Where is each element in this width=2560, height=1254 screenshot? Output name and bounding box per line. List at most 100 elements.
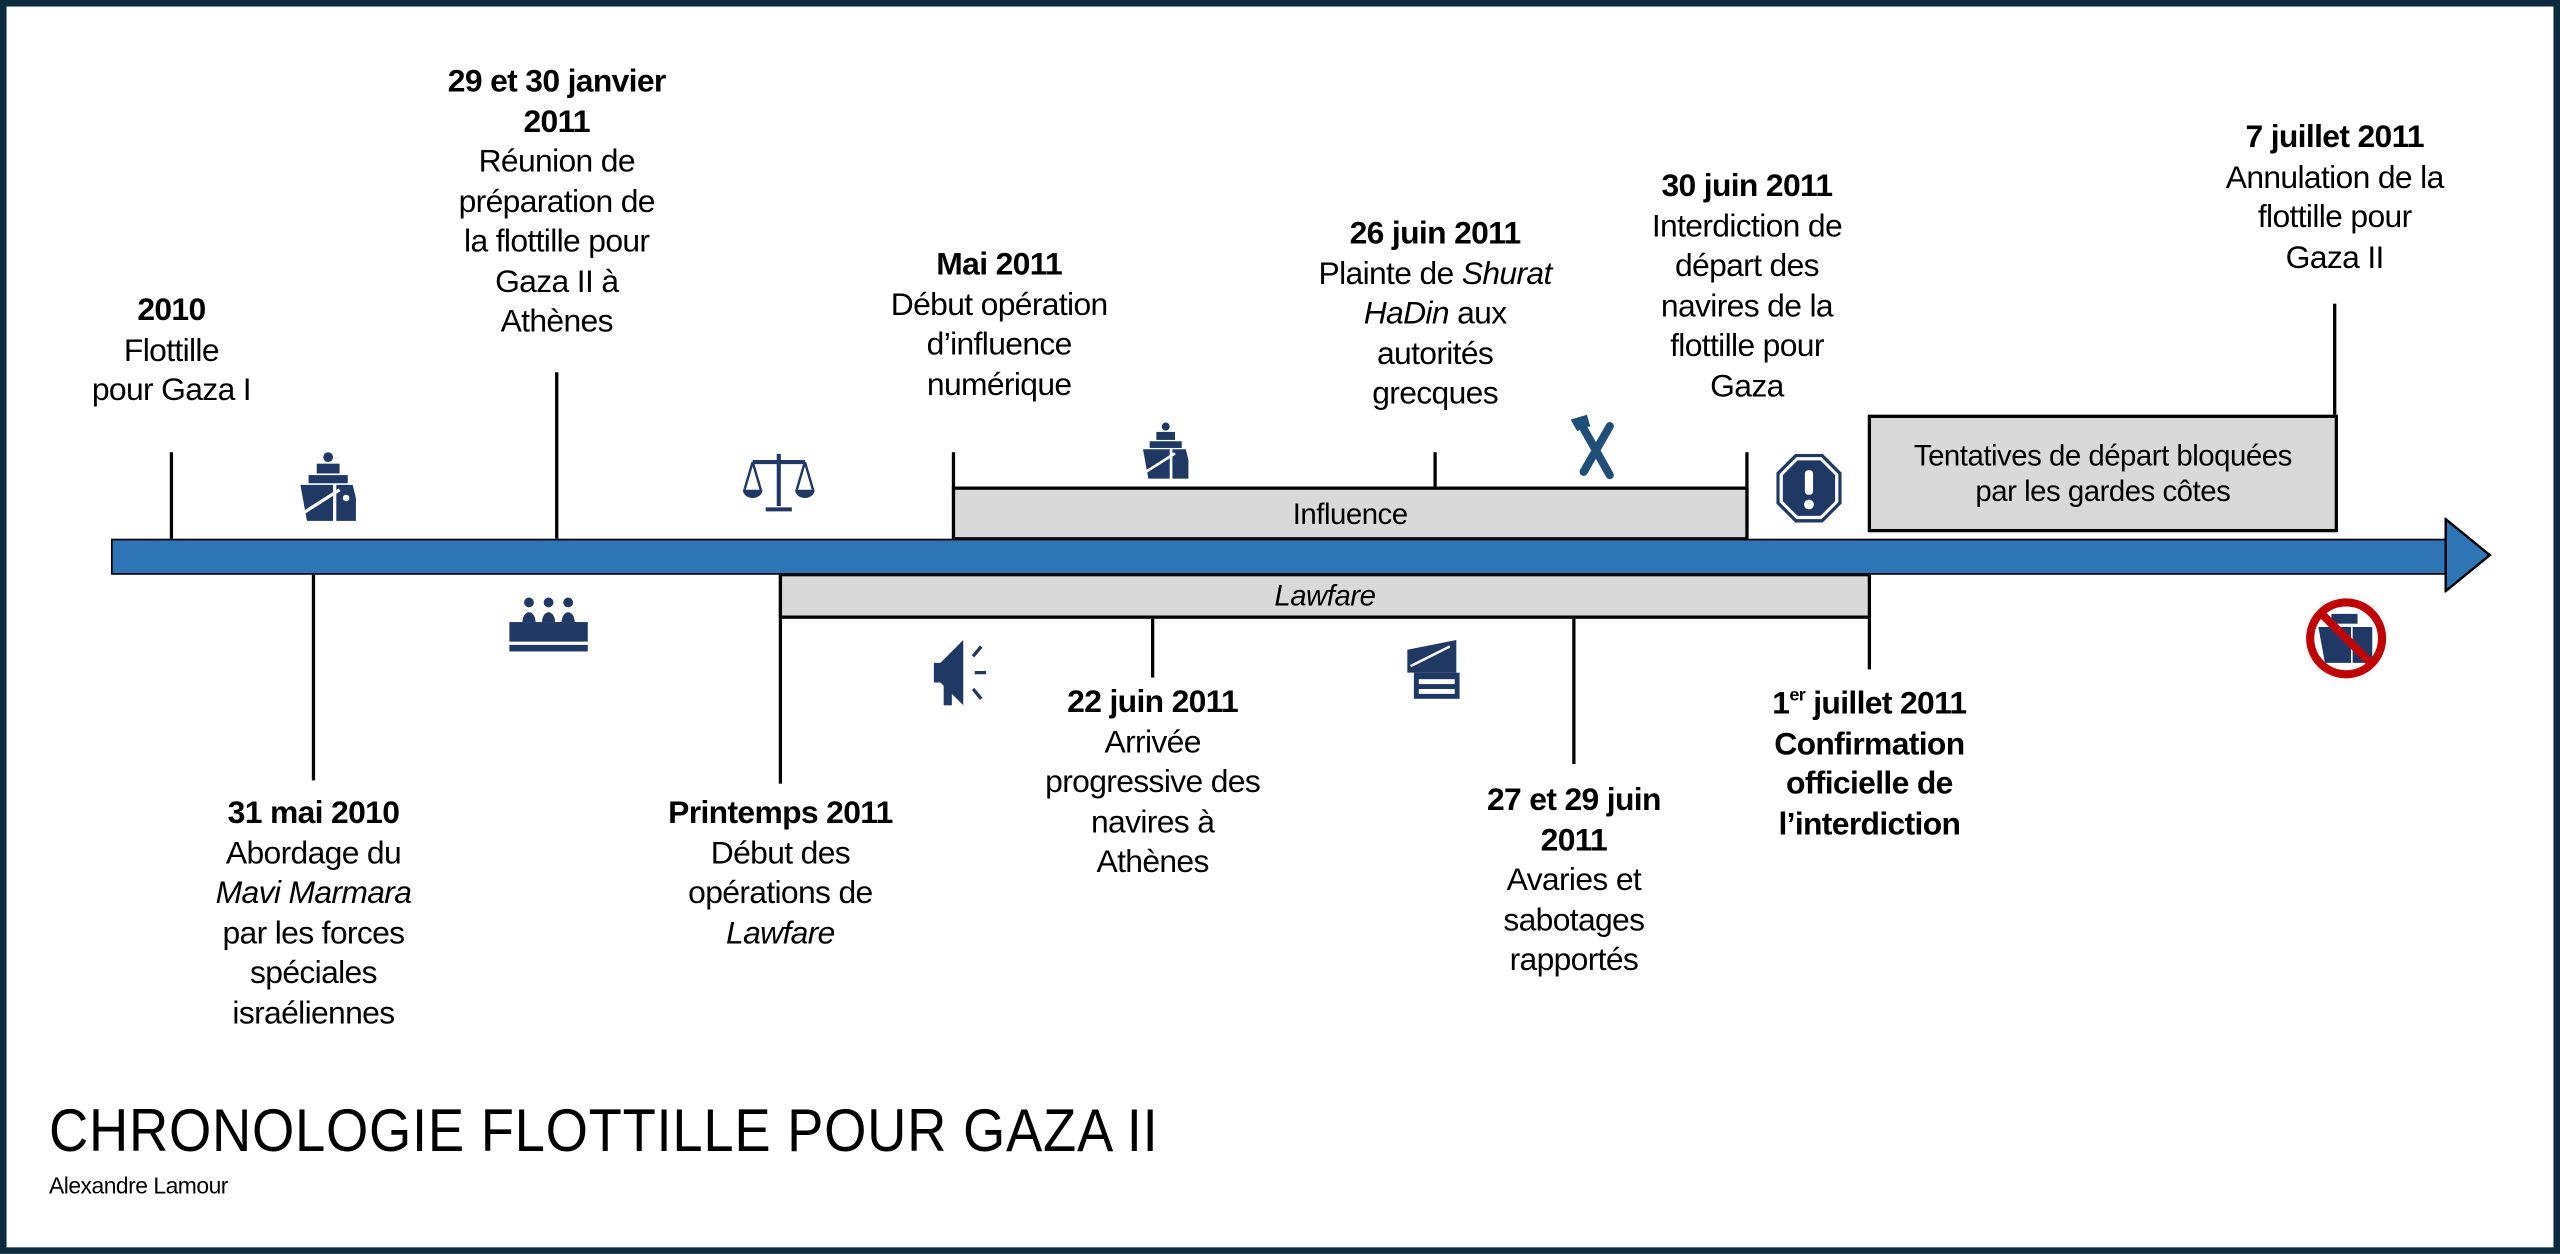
event-text: la flottille pour [464, 223, 650, 260]
event-text: 2011 [523, 103, 590, 140]
event-description-line: flottille pour [2171, 198, 2498, 238]
connector-27-29-juin [1572, 615, 1576, 765]
event-text: israéliennes [232, 995, 395, 1032]
event-description-line: Gaza [1584, 367, 1911, 407]
event-text: 2010 [137, 292, 206, 329]
event-description-line: Arrivée [989, 722, 1316, 762]
event-description-line: Interdiction de [1584, 207, 1911, 247]
event-text: officielle de [1786, 765, 1953, 802]
event-text: Arrivée [1104, 724, 1202, 760]
author-credit: Alexandre Lamour [48, 1172, 228, 1199]
event-text: 29 et 30 janvier [447, 63, 667, 100]
period-influence: Influence [951, 486, 1749, 541]
megaphone-icon [933, 639, 987, 706]
event-text: Abordage du [225, 835, 402, 872]
event-description-line: pour Gaza I [8, 371, 335, 411]
event-description-line: sabotages [1411, 900, 1738, 940]
event-date: Printemps 2011 [617, 793, 944, 833]
event-text: autorités [1376, 335, 1494, 372]
event-description-line: Début des [617, 833, 944, 873]
event-text: l’interdiction [1778, 805, 1961, 842]
stop-warning-icon [1776, 453, 1842, 523]
event-text: Annulation de la [2225, 159, 2445, 196]
event-description-line: 2011 [393, 102, 720, 142]
event-date: 27 et 29 juin [1411, 780, 1738, 820]
event-text: flottille pour [2257, 199, 2412, 236]
event-description-line: spéciales [150, 953, 477, 993]
event-date: 1er juillet 2011 [1706, 676, 2033, 724]
event-description-line: Mavi Marmara [150, 873, 477, 913]
event-description-line: HaDin aux [1272, 294, 1599, 334]
scales-of-justice-icon [742, 453, 815, 512]
event-text: par les forces [222, 915, 405, 952]
period-blocked-departures: Tentatives de départ bloquées par les ga… [1867, 414, 2338, 533]
tools-icon [1570, 414, 1614, 480]
event-text: pour Gaza I [91, 372, 252, 409]
connector-2010 [169, 452, 174, 539]
event-text: progressive des [1045, 764, 1261, 800]
event-description-line: rapportés [1411, 940, 1738, 980]
event-description-line: préparation de [393, 182, 720, 222]
event-date: 29 et 30 janvier [393, 62, 720, 102]
event-description-line: progressive des [989, 762, 1316, 802]
event-date: 2010 [8, 291, 335, 331]
event-text: d’influence [926, 326, 1073, 363]
connector-printemps-2011 [778, 571, 783, 784]
event-text: préparation de [458, 183, 656, 220]
period-label: Influence [1292, 497, 1408, 530]
event-date: 26 juin 2011 [1272, 214, 1599, 254]
event-text: navires de la [1660, 288, 1834, 325]
connector-7-juillet [2333, 303, 2337, 415]
event-text: Gaza II à [495, 263, 619, 300]
event-text: er [1789, 685, 1806, 706]
event-description-line: Abordage du [150, 833, 477, 873]
event-text: Lawfare [726, 915, 835, 952]
period-label: Tentatives de départ bloquées par les ga… [1913, 439, 2292, 508]
documents-icon [1407, 639, 1460, 699]
event-text: Gaza II [2285, 239, 2385, 276]
event-text: flottille pour [1670, 328, 1824, 365]
connector-26-juin [1433, 452, 1437, 490]
event-text: Printemps 2011 [668, 795, 893, 832]
event-text: Gaza [1710, 368, 1784, 405]
event-date: 30 juin 2011 [1584, 167, 1911, 207]
event-date: 7 juillet 2011 [2171, 118, 2498, 158]
event-text: Début des [710, 835, 851, 872]
event-description-line: officielle de [1706, 764, 2033, 804]
event-text: 30 juin 2011 [1661, 168, 1833, 205]
event-text: Interdiction de [1651, 208, 1843, 245]
event-text: Début opération [890, 286, 1108, 323]
event-text: Avaries et [1506, 862, 1642, 898]
event-description-line: numérique [836, 365, 1163, 405]
event-text: 31 mai 2010 [227, 795, 400, 832]
event-text: Athènes [1096, 844, 1210, 880]
event-description-line: 2011 [1411, 820, 1738, 860]
event-description-line: Lawfare [617, 913, 944, 953]
event-description-line: navires de la [1584, 287, 1911, 327]
event-text: opérations de [688, 875, 873, 912]
event-text: Flottille [123, 332, 220, 369]
ship-icon [1143, 422, 1189, 479]
event-text: 7 juillet 2011 [2245, 119, 2424, 156]
event-description-line: Gaza II [2171, 238, 2498, 278]
connector-jan-2011 [555, 372, 559, 539]
period-lawfare: Lawfare [778, 573, 1872, 619]
diagram-title: CHRONOLOGIE FLOTTILLE POUR GAZA II [48, 1097, 1159, 1165]
event-text: rapportés [1509, 942, 1639, 978]
ship-icon [300, 452, 356, 521]
event-description-line: par les forces [150, 913, 477, 953]
event-description-line: autorités [1272, 334, 1599, 374]
event-text: Athènes [500, 303, 614, 340]
event-description-line: Avaries et [1411, 860, 1738, 900]
event-description-line: opérations de [617, 873, 944, 913]
event-text: Mavi Marmara [215, 875, 412, 912]
